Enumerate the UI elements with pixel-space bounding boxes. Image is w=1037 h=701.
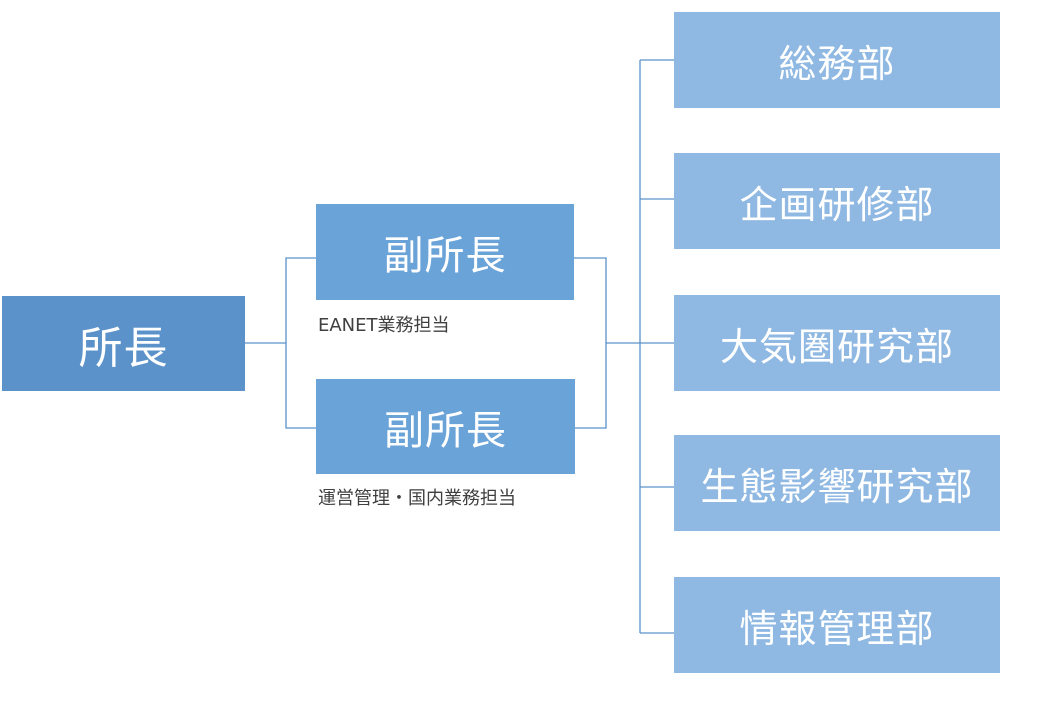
connector-head-deputy-1 xyxy=(245,257,316,344)
head-box: 所長 xyxy=(2,296,245,391)
deputy-box-1: 副所長 xyxy=(316,204,574,300)
deputy-1-label: 副所長 xyxy=(383,233,507,279)
department-box-information-management: 情報管理部 xyxy=(674,577,1000,673)
department-box-atmospheric-research: 大気圏研究部 xyxy=(674,295,1000,391)
department-label: 情報管理部 xyxy=(739,606,935,651)
department-box-planning-training: 企画研修部 xyxy=(674,153,1000,249)
deputy-box-2: 副所長 xyxy=(316,379,575,474)
department-label: 企画研修部 xyxy=(739,182,935,227)
deputy-2-label: 副所長 xyxy=(384,407,507,454)
head-label: 所長 xyxy=(78,322,169,374)
department-label: 大気圏研究部 xyxy=(719,324,954,369)
deputy-2-note: 運営管理・国内業務担当 xyxy=(318,488,516,509)
department-box-general-affairs: 総務部 xyxy=(674,12,1000,108)
department-box-ecological-impact-research: 生態影響研究部 xyxy=(674,435,1000,531)
department-label: 総務部 xyxy=(778,41,896,86)
department-label: 生態影響研究部 xyxy=(700,464,974,509)
connector-head-deputy-2 xyxy=(285,343,316,429)
deputy-1-note: EANET業務担当 xyxy=(318,315,450,336)
connector-deputy-1-merge xyxy=(574,257,607,429)
